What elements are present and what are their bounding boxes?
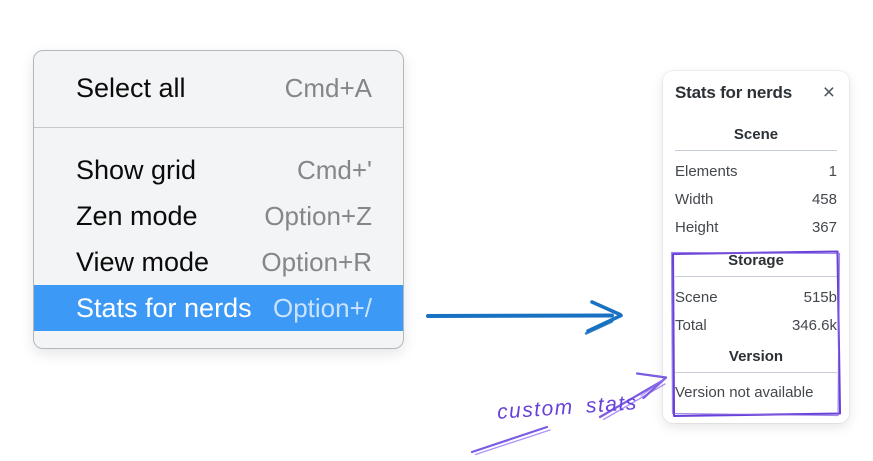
section-heading: Version xyxy=(728,348,784,365)
stat-value: 458 xyxy=(811,190,837,208)
menu-item-shortcut: Option+R xyxy=(261,246,372,277)
stat-label: Height xyxy=(675,218,719,236)
stat-value: 1 xyxy=(828,162,837,180)
stat-row-width: Width 458 xyxy=(675,185,837,213)
menu-item-label: Stats for nerds xyxy=(76,292,252,323)
menu-item-stats-for-nerds[interactable]: Stats for nerds Option+/ xyxy=(34,285,403,331)
stat-value: 367 xyxy=(811,218,837,236)
stat-label: Width xyxy=(675,190,714,208)
menu-section-top: Select all Cmd+A xyxy=(34,51,403,127)
stat-label: Elements xyxy=(675,162,738,180)
stat-row-total-storage: Total 346.6k xyxy=(675,311,837,339)
stats-panel-header: Stats for nerds × xyxy=(675,81,837,105)
version-note: Version not available xyxy=(675,383,814,401)
menu-item-label: Select all xyxy=(76,72,186,103)
stats-section-scene: Scene Elements 1 Width 458 Height 367 xyxy=(675,125,837,241)
stat-value: 346.6k xyxy=(791,316,837,334)
menu-divider xyxy=(34,127,403,128)
menu-item-shortcut: Cmd+A xyxy=(284,72,372,103)
stat-row-height: Height 367 xyxy=(675,213,837,241)
stat-label: Scene xyxy=(675,288,718,306)
menu-item-view-mode[interactable]: View mode Option+R xyxy=(34,239,403,285)
pointer-arrow xyxy=(426,300,623,335)
menu-item-label: Zen mode xyxy=(76,200,198,231)
menu-item-shortcut: Option+/ xyxy=(272,292,372,323)
stats-panel-title: Stats for nerds xyxy=(675,83,792,102)
section-divider xyxy=(675,372,837,373)
menu-item-label: Show grid xyxy=(76,154,197,185)
stat-label: Total xyxy=(675,316,707,334)
menu-item-label: View mode xyxy=(76,246,210,277)
section-heading: Scene xyxy=(733,126,779,143)
stats-panel: Stats for nerds × Scene Elements 1 Width… xyxy=(663,71,849,423)
menu-item-zen-mode[interactable]: Zen mode Option+Z xyxy=(34,193,403,239)
stat-value: 515b xyxy=(803,288,837,306)
stats-section-storage: Storage Scene 515b Total 346.6k xyxy=(675,251,837,339)
stats-section-version: Version Version not available xyxy=(675,347,837,405)
menu-item-show-grid[interactable]: Show grid Cmd+' xyxy=(34,147,403,193)
menu-section-main: Show grid Cmd+' Zen mode Option+Z View m… xyxy=(34,128,403,348)
stat-row-scene-storage: Scene 515b xyxy=(675,283,837,311)
section-heading: Storage xyxy=(728,252,784,269)
menu-item-shortcut: Cmd+' xyxy=(296,154,372,185)
annotation-custom-stats: custom stats xyxy=(496,391,639,424)
menu-item-shortcut: Option+Z xyxy=(264,200,372,231)
menu-item-select-all[interactable]: Select all Cmd+A xyxy=(34,65,403,111)
section-divider xyxy=(675,276,837,277)
close-icon[interactable]: × xyxy=(822,81,835,104)
section-divider xyxy=(675,150,837,151)
stat-row-elements: Elements 1 xyxy=(675,157,837,185)
context-menu: Select all Cmd+A Show grid Cmd+' Zen mod… xyxy=(33,50,404,349)
